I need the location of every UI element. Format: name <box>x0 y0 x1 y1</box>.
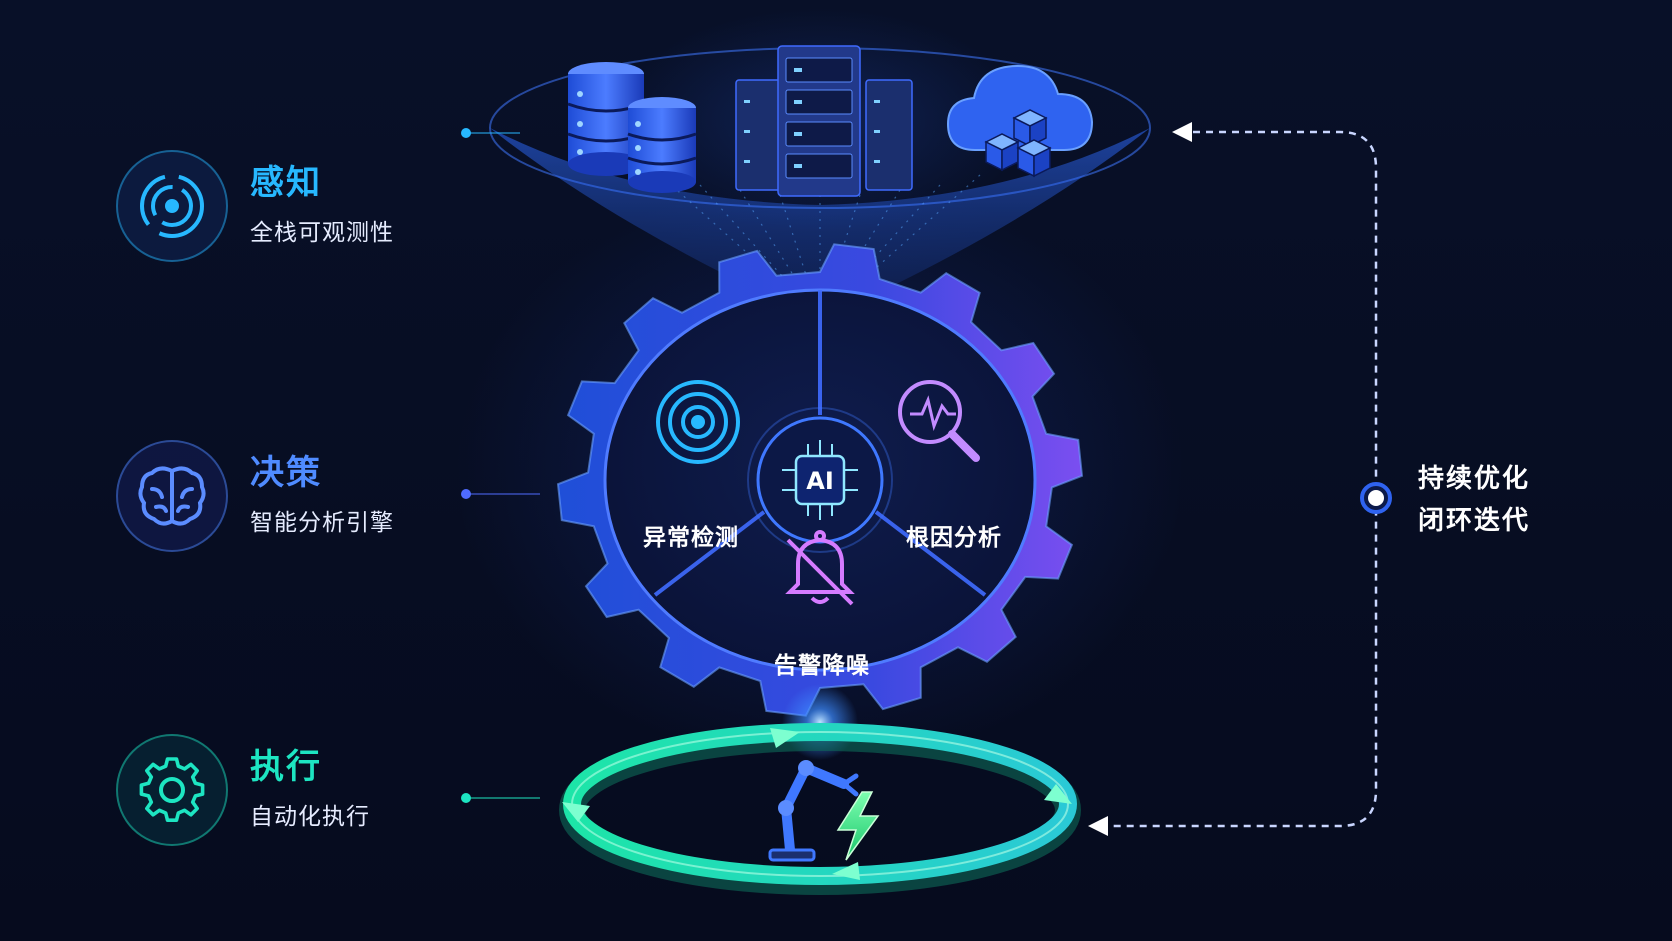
feedback-loop <box>1088 122 1392 836</box>
stage-title: 感知 <box>250 163 322 204</box>
server-rack-icon <box>735 45 913 197</box>
stage-decision: 决策 智能分析引擎 <box>116 440 394 552</box>
ring-arrow-right <box>1044 784 1072 804</box>
segment-label-anomaly: 异常检测 <box>643 525 739 551</box>
ring-arrow-left <box>562 802 590 822</box>
ai-gear: AI <box>556 243 1084 717</box>
robot-arm-icon <box>768 760 859 862</box>
execution-ring <box>559 723 1081 895</box>
stage-execution: 执行 自动化执行 <box>116 734 370 846</box>
ring-arrow-top <box>770 728 800 748</box>
ai-chip-icon: AI <box>782 440 858 520</box>
loop-label-line1: 持续优化 <box>1418 464 1531 494</box>
lightning-icon <box>836 791 880 861</box>
segment-label-rootcause: 根因分析 <box>906 525 1002 551</box>
brain-icon <box>116 440 228 552</box>
cloud-blocks-icon <box>946 64 1094 178</box>
loop-label-line2: 闭环迭代 <box>1418 506 1531 536</box>
stage-perception: 感知 全栈可观测性 <box>116 150 394 262</box>
loop-node <box>1368 490 1384 506</box>
bell-off-icon <box>785 530 855 606</box>
stage-title: 执行 <box>250 747 322 788</box>
radar-icon <box>656 380 740 464</box>
stage-subtitle: 全栈可观测性 <box>250 219 394 246</box>
stage-title: 决策 <box>250 453 322 494</box>
loop-arrow-top <box>1172 122 1192 142</box>
loop-label: 持续优化 闭环迭代 <box>1418 458 1530 542</box>
database-icon <box>567 62 697 193</box>
stage-connectors <box>461 128 540 803</box>
ai-label: AI <box>806 467 834 495</box>
segment-label-alert-noise: 告警降噪 <box>774 653 870 679</box>
gear-icon <box>116 734 228 846</box>
stage-subtitle: 自动化执行 <box>250 803 370 830</box>
radar-target-icon <box>116 150 228 262</box>
stage-subtitle: 智能分析引擎 <box>250 509 394 536</box>
loop-arrow-bottom <box>1088 816 1108 836</box>
magnifier-chart-icon <box>898 380 980 462</box>
ring-arrow-bottom <box>832 862 860 880</box>
